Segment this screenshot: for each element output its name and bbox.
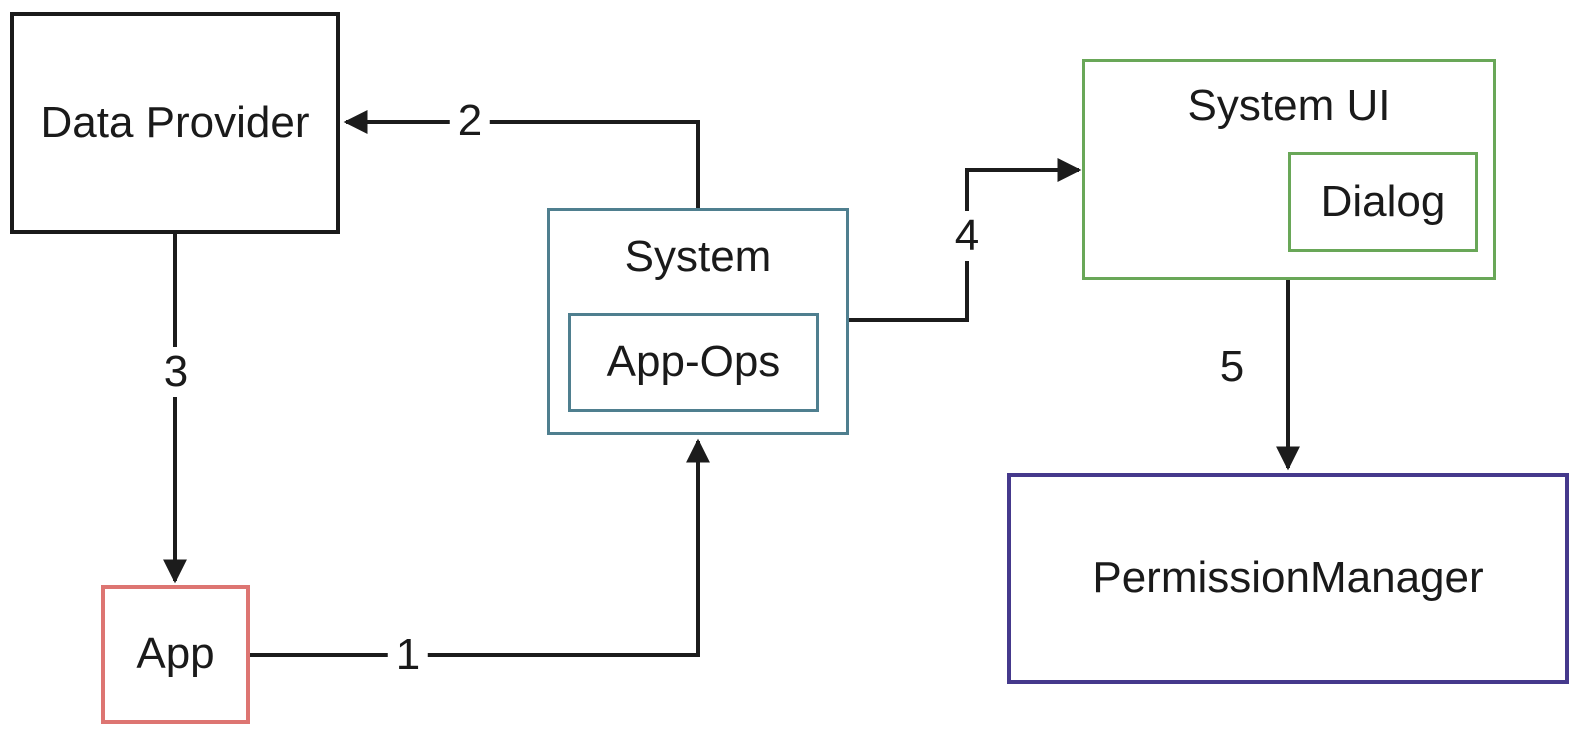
node-permission-manager: PermissionManager (1007, 473, 1569, 684)
node-dialog: Dialog (1288, 152, 1478, 252)
edge-label-5: 5 (1215, 342, 1249, 392)
edge-label-3: 3 (155, 347, 197, 397)
node-permission-manager-label: PermissionManager (1092, 553, 1484, 603)
node-app-ops: App-Ops (568, 313, 819, 412)
edge-1-app-to-system (248, 438, 710, 657)
edge-label-4: 4 (946, 211, 988, 261)
node-dialog-label: Dialog (1320, 176, 1446, 226)
node-app-label: App (136, 629, 215, 679)
node-system-ui-label: System UI (1187, 81, 1391, 130)
node-system-ui: System UI Dialog (1082, 59, 1496, 280)
edge-label-2: 2 (449, 96, 491, 146)
node-app: App (101, 585, 250, 724)
edge-label-1: 1 (387, 630, 429, 680)
node-system: System App-Ops (547, 208, 849, 435)
node-data-provider: Data Provider (10, 12, 340, 234)
node-system-label: System (624, 232, 772, 281)
node-app-ops-label: App-Ops (606, 337, 781, 387)
edge-2-system-to-data-provider (343, 110, 700, 209)
node-data-provider-label: Data Provider (40, 97, 310, 147)
